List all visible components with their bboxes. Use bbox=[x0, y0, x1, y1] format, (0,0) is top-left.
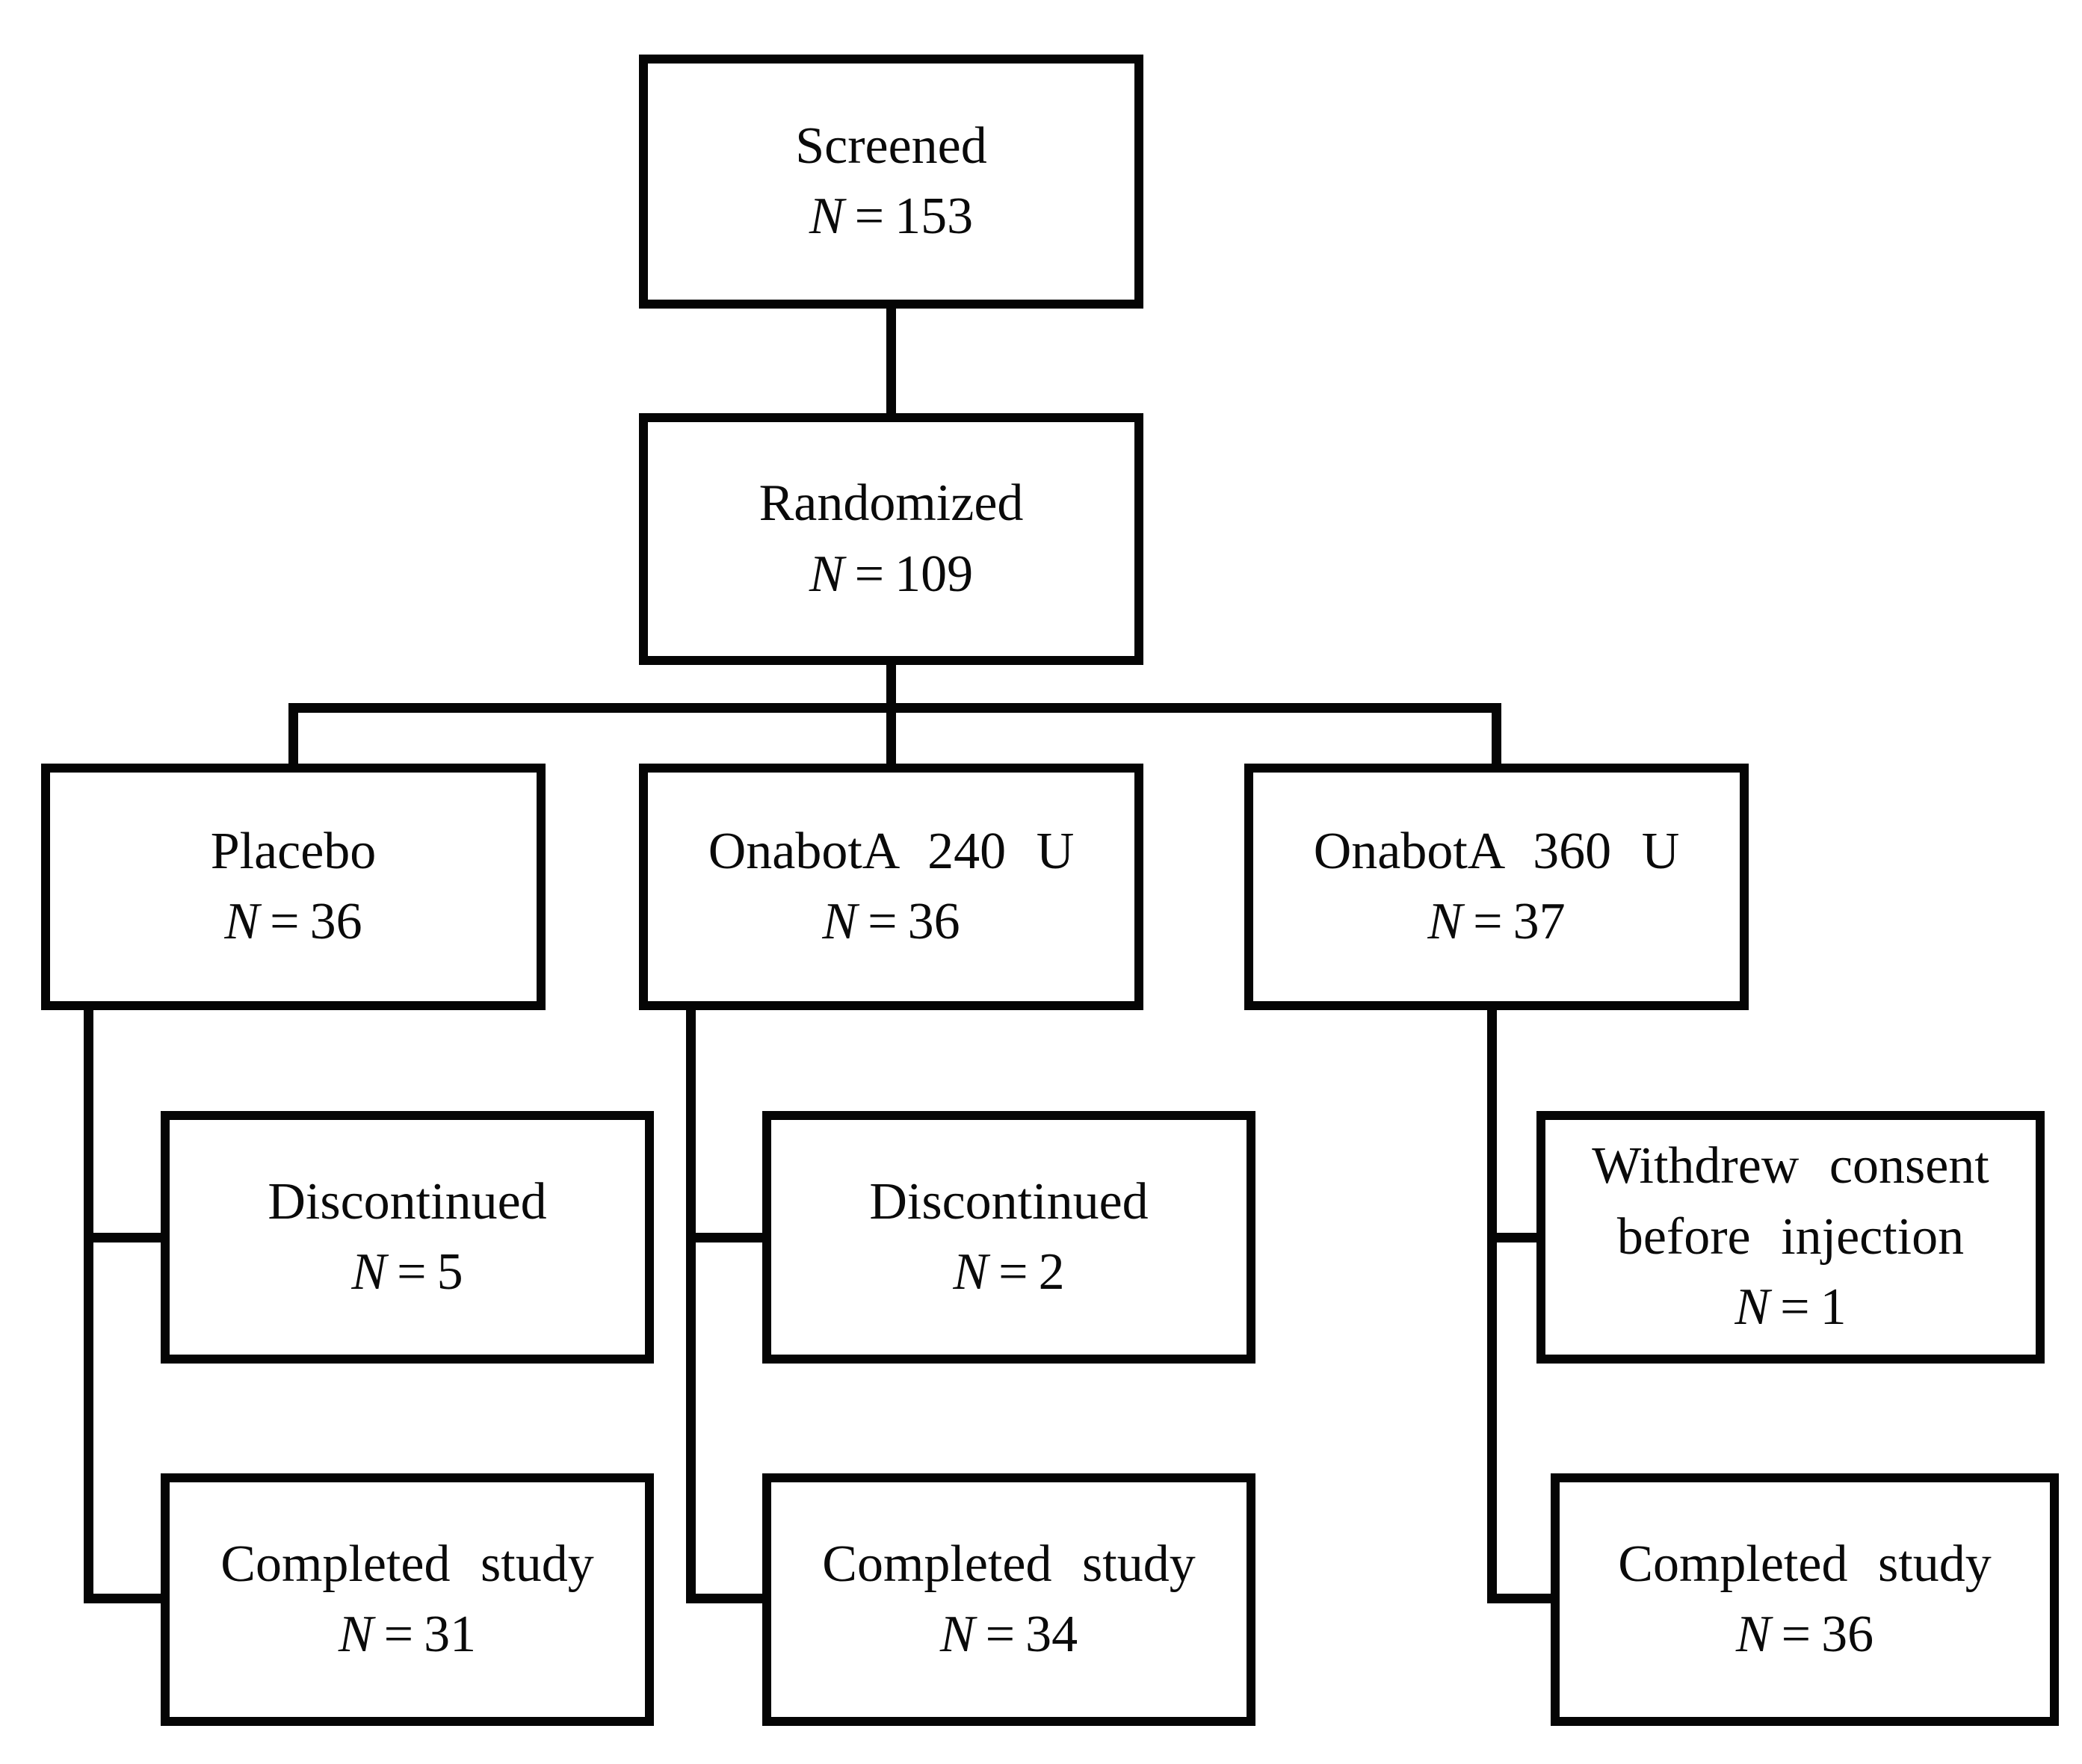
n-symbol: N bbox=[1427, 893, 1463, 950]
node-count-line: N=31 bbox=[339, 1600, 476, 1671]
n-symbol: N bbox=[1735, 1278, 1770, 1337]
node-count-line: N=153 bbox=[809, 182, 973, 253]
connector-placebo-discontinued bbox=[84, 1233, 166, 1242]
count-value: 34 bbox=[1025, 1606, 1078, 1663]
connector-onabota360-withdrew bbox=[1487, 1233, 1542, 1242]
equals-sign: = bbox=[1780, 1278, 1810, 1337]
node-label: Completed study bbox=[1618, 1535, 1992, 1593]
connector-spine-onabota240 bbox=[686, 1006, 696, 1603]
connector-onabota240-completed bbox=[686, 1594, 767, 1603]
node-label: Discontinued bbox=[869, 1172, 1149, 1231]
count-value: 153 bbox=[895, 188, 974, 245]
n-symbol: N bbox=[822, 893, 858, 950]
node-count-line: N=5 bbox=[351, 1237, 463, 1308]
connector-screened-to-randomized bbox=[886, 303, 896, 422]
connector-spine-placebo bbox=[84, 1006, 93, 1603]
n-symbol: N bbox=[351, 1243, 387, 1301]
node-placebo-arm: Placebo N=36 bbox=[41, 764, 546, 1010]
equals-sign: = bbox=[854, 188, 885, 245]
connector-onabota360-completed bbox=[1487, 1594, 1556, 1603]
node-count-line: N=36 bbox=[224, 887, 362, 958]
connector-randomized-stem bbox=[886, 660, 896, 713]
n-symbol: N bbox=[224, 893, 260, 950]
node-screened: Screened N=153 bbox=[639, 55, 1143, 309]
equals-sign: = bbox=[854, 545, 885, 603]
n-symbol: N bbox=[809, 188, 844, 245]
connector-placebo-completed bbox=[84, 1594, 166, 1603]
equals-sign: = bbox=[383, 1606, 414, 1663]
node-count-line: N=1 bbox=[1735, 1272, 1846, 1343]
n-symbol: N bbox=[1735, 1606, 1771, 1663]
node-label: Screened bbox=[795, 117, 987, 175]
node-label: Completed study bbox=[220, 1535, 594, 1593]
count-value: 109 bbox=[895, 545, 974, 603]
equals-sign: = bbox=[985, 1606, 1016, 1663]
connector-drop-placebo bbox=[288, 703, 298, 769]
count-value: 36 bbox=[309, 893, 362, 950]
node-placebo-discontinued: Discontinued N=5 bbox=[161, 1111, 654, 1364]
node-label: Withdrew consent before injection bbox=[1592, 1137, 1989, 1266]
count-value: 31 bbox=[424, 1606, 477, 1663]
count-value: 37 bbox=[1513, 893, 1566, 950]
node-label: Completed study bbox=[822, 1535, 1196, 1593]
node-count-line: N=37 bbox=[1427, 887, 1565, 958]
node-count-line: N=109 bbox=[809, 539, 973, 610]
connector-spine-onabota360 bbox=[1487, 1006, 1497, 1603]
connector-drop-onabota240 bbox=[886, 703, 896, 769]
node-label: OnabotA 360 U bbox=[1313, 822, 1680, 880]
count-value: 36 bbox=[907, 893, 960, 950]
node-count-line: N=36 bbox=[822, 887, 960, 958]
node-count-line: N=2 bbox=[953, 1237, 1064, 1308]
equals-sign: = bbox=[397, 1243, 427, 1301]
node-onabota360-completed: Completed study N=36 bbox=[1551, 1473, 2059, 1726]
node-label: Randomized bbox=[759, 474, 1024, 532]
n-symbol: N bbox=[338, 1606, 374, 1663]
equals-sign: = bbox=[270, 893, 300, 950]
count-value: 1 bbox=[1820, 1278, 1847, 1337]
n-symbol: N bbox=[809, 545, 844, 603]
equals-sign: = bbox=[1781, 1606, 1811, 1663]
node-count-line: N=34 bbox=[940, 1600, 1078, 1671]
node-onabota240-completed: Completed study N=34 bbox=[762, 1473, 1255, 1726]
equals-sign: = bbox=[998, 1243, 1028, 1301]
n-symbol: N bbox=[953, 1243, 989, 1301]
node-label: Discontinued bbox=[268, 1172, 547, 1231]
n-symbol: N bbox=[939, 1606, 975, 1663]
node-onabota-240u-arm: OnabotA 240 U N=36 bbox=[639, 764, 1143, 1010]
node-onabota240-discontinued: Discontinued N=2 bbox=[762, 1111, 1255, 1364]
node-label: Placebo bbox=[210, 822, 377, 880]
connector-drop-onabota360 bbox=[1492, 703, 1501, 769]
connector-onabota240-discontinued bbox=[686, 1233, 767, 1242]
equals-sign: = bbox=[868, 893, 898, 950]
equals-sign: = bbox=[1473, 893, 1503, 950]
node-label: OnabotA 240 U bbox=[708, 822, 1075, 880]
node-onabota-360u-arm: OnabotA 360 U N=37 bbox=[1244, 764, 1749, 1010]
count-value: 5 bbox=[436, 1243, 463, 1301]
node-randomized: Randomized N=109 bbox=[639, 413, 1143, 665]
count-value: 36 bbox=[1821, 1606, 1874, 1663]
node-count-line: N=36 bbox=[1736, 1600, 1874, 1671]
node-onabota360-withdrew-consent: Withdrew consent before injection N=1 bbox=[1536, 1111, 2045, 1364]
node-placebo-completed: Completed study N=31 bbox=[161, 1473, 654, 1726]
count-value: 2 bbox=[1038, 1243, 1065, 1301]
